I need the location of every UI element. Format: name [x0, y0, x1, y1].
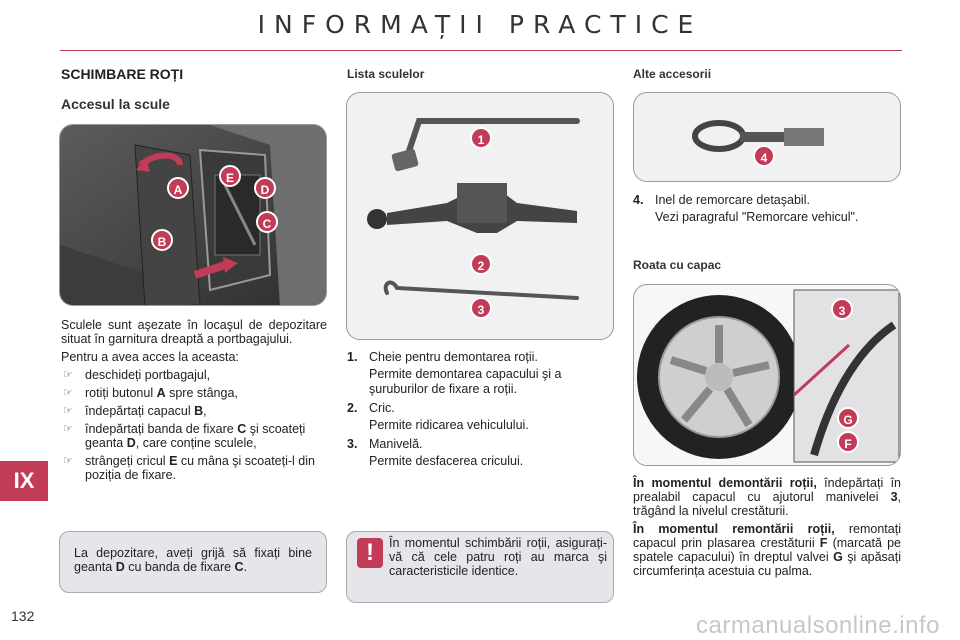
label-f: F [837, 431, 859, 453]
access-intro-text: Pentru a avea acces la aceasta: [61, 350, 239, 364]
tools-photo: 1 2 3 [346, 92, 614, 340]
list-item: ☞deschideți portbagajul, [63, 368, 211, 382]
label-4: 4 [753, 145, 775, 167]
steps-list: ☞deschideți portbagajul, ☞rotiți butonul… [61, 368, 327, 482]
wheel-cover-title: Roata cu capac [633, 258, 722, 272]
item-description: Vezi paragraful "Remorcare vehicul". [655, 210, 859, 224]
list-item: 1.Cheie pentru demontarea roții. [347, 350, 538, 364]
pointer-hand-icon: ☞ [63, 455, 73, 467]
label-1: 1 [470, 127, 492, 149]
intro-text: Sculele sunt aşezate în locaşul de depoz… [61, 318, 327, 346]
item-description: Permite demontarea capacului şi a şurubu… [369, 367, 562, 396]
trunk-illustration [60, 125, 326, 305]
list-item: ☞rotiți butonul A spre stânga, [63, 386, 238, 400]
wheel-photo: 3 G F [633, 284, 901, 466]
removal-text: În momentul demontării roții, îndepărtaț… [633, 476, 901, 518]
item-description: Permite desfacerea cricului. [369, 454, 524, 468]
storage-note: La depozitare, aveți grijă să fixați bin… [59, 531, 327, 593]
header-rule [60, 50, 902, 51]
chapter-tab: IX [0, 461, 48, 501]
tools-list: 1.Cheie pentru demontarea roții. Permite… [347, 350, 615, 473]
label-e: E [219, 165, 241, 187]
pointer-hand-icon: ☞ [63, 405, 73, 417]
label-d: D [254, 177, 276, 199]
wheel-cover-instructions: În momentul demontării roții, îndepărtaț… [633, 476, 901, 582]
tow-ring-photo: 4 [633, 92, 901, 182]
label-2: 2 [470, 253, 492, 275]
label-b: B [151, 229, 173, 251]
list-item: 3.Manivelă. [347, 437, 423, 451]
list-item: 2.Cric. [347, 401, 395, 415]
pointer-hand-icon: ☞ [63, 423, 73, 435]
warning-note: ! În momentul schimbării roții, asiguraț… [346, 531, 614, 603]
page-number: 132 [11, 608, 35, 624]
label-a: A [167, 177, 189, 199]
label-3-wheel: 3 [831, 298, 853, 320]
list-item: ☞îndepărtați banda de fixare C şi scoate… [63, 422, 306, 450]
warning-text: În momentul schimbării roții, asigurați-… [389, 536, 607, 578]
warning-icon: ! [357, 538, 383, 568]
section-title: SCHIMBARE ROȚI [61, 66, 184, 82]
tools-illustration [367, 118, 580, 300]
pointer-hand-icon: ☞ [63, 369, 73, 381]
list-item: 4.Inel de remorcare detaşabil. [633, 193, 810, 207]
wheel-illustration [637, 289, 900, 463]
list-item: ☞îndepărtați capacul B, [63, 404, 207, 418]
pointer-hand-icon: ☞ [63, 387, 73, 399]
label-g: G [837, 407, 859, 429]
subsection-title: Accesul la scule [61, 96, 170, 112]
page-header-title: INFORMAȚII PRACTICE [257, 10, 703, 39]
item-description: Permite ridicarea vehiculului. [369, 418, 529, 432]
tow-ring-illustration [692, 120, 824, 152]
label-3: 3 [470, 297, 492, 319]
watermark: carmanualsonline.info [696, 612, 940, 639]
accessory-list: 4.Inel de remorcare detaşabil. Vezi para… [633, 193, 901, 229]
access-instructions: Sculele sunt aşezate în locaşul de depoz… [61, 318, 327, 486]
tools-list-title: Lista sculelor [347, 67, 425, 81]
label-c: C [256, 211, 278, 233]
list-item: ☞strângeți cricul E cu mâna şi scoateți-… [63, 454, 315, 482]
trunk-photo: A B C D E [59, 124, 327, 306]
accessories-title: Alte accesorii [633, 67, 712, 81]
refit-text: În momentul remontării roții, remontați … [633, 522, 901, 578]
